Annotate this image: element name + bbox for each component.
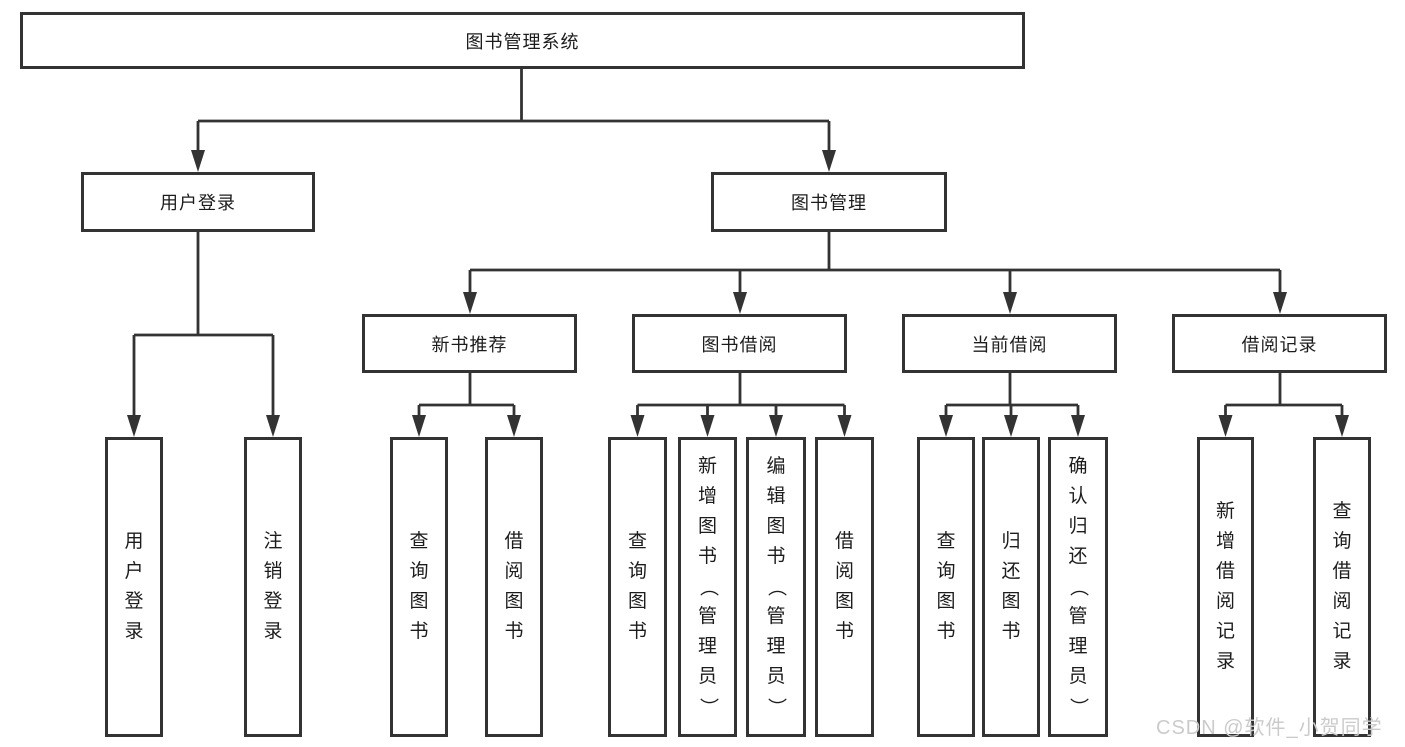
node-label: 确认归还（管理员） — [1067, 456, 1089, 717]
node-label: 编辑图书（管理员） — [765, 456, 787, 717]
node-label: 图书管理系统 — [465, 31, 580, 52]
node-label: 图书管理 — [791, 193, 867, 213]
node-edit-book-admin: 编辑图书（管理员） — [746, 437, 806, 737]
node-label: 查询借阅记录 — [1332, 501, 1352, 672]
node-user-login: 用户登录 — [81, 172, 315, 232]
connector-bookmgmt-to-level3 — [468, 232, 1282, 295]
node-user-login-leaf: 用户登录 — [105, 437, 163, 737]
connector-records-to-leaves — [1224, 373, 1344, 418]
node-label: 新增图书（管理员） — [697, 456, 719, 717]
node-return-books: 归还图书 — [982, 437, 1040, 737]
connector-borrowing-to-leaves — [636, 373, 846, 418]
node-label: 归还图书 — [1001, 531, 1021, 642]
node-label: 当前借阅 — [971, 334, 1048, 355]
node-label: 用户登录 — [160, 193, 236, 213]
node-add-borrow-record: 新增借阅记录 — [1197, 437, 1254, 737]
node-book-management: 图书管理 — [711, 172, 947, 232]
node-query-books-1: 查询图书 — [390, 437, 448, 737]
node-label: 查询图书 — [627, 531, 647, 642]
node-label: 借阅图书 — [834, 531, 854, 642]
node-label: 注销登录 — [263, 531, 283, 642]
node-borrow-books-2: 借阅图书 — [815, 437, 874, 737]
node-label: 借阅图书 — [504, 531, 524, 642]
node-label: 用户登录 — [124, 531, 144, 642]
node-add-book-admin: 新增图书（管理员） — [678, 437, 737, 737]
node-query-borrow-record: 查询借阅记录 — [1313, 437, 1371, 737]
node-label: 图书借阅 — [701, 334, 778, 355]
node-label: 新书推荐 — [431, 334, 508, 355]
node-logout: 注销登录 — [244, 437, 302, 737]
node-current-borrowing: 当前借阅 — [902, 314, 1117, 373]
node-borrow-books-1: 借阅图书 — [485, 437, 543, 737]
node-library-management-system: 图书管理系统 — [20, 12, 1025, 69]
csdn-watermark: CSDN @软件_小贺同学 — [1156, 717, 1383, 739]
node-borrowing-records: 借阅记录 — [1172, 314, 1387, 373]
node-label: 新增借阅记录 — [1215, 501, 1235, 672]
node-label: 查询图书 — [936, 531, 956, 642]
node-query-books-2: 查询图书 — [608, 437, 667, 737]
node-new-book-recommendation: 新书推荐 — [362, 314, 577, 373]
node-label: 查询图书 — [409, 531, 429, 642]
arrowheads — [127, 150, 1349, 437]
connector-newbooks-to-leaves — [417, 373, 516, 418]
node-query-books-3: 查询图书 — [917, 437, 975, 737]
node-label: 借阅记录 — [1241, 334, 1318, 355]
connector-userlogin-to-leaves — [132, 232, 275, 418]
connector-current-to-leaves — [944, 373, 1080, 418]
node-book-borrowing: 图书借阅 — [632, 314, 847, 373]
node-confirm-return-admin: 确认归还（管理员） — [1048, 437, 1108, 737]
connector-root-to-level2 — [196, 69, 831, 153]
